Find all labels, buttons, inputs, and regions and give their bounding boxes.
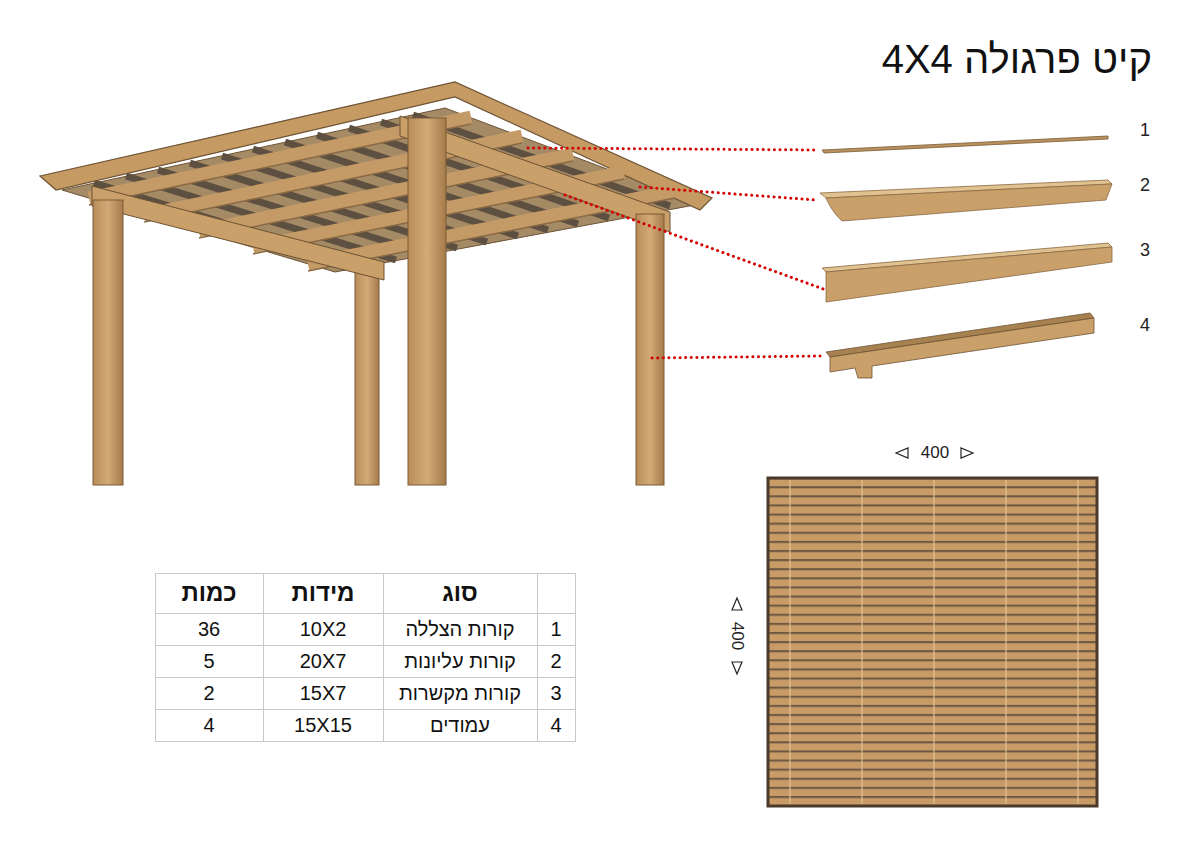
table-cell-text: 5 — [157, 645, 261, 677]
plan-border — [768, 478, 1097, 806]
table-cell-text: 10X2 — [265, 613, 381, 645]
post — [355, 268, 379, 485]
part-upper-beam — [820, 180, 1112, 221]
dimension-label: 400 — [726, 611, 748, 661]
callout-number: 2 — [1130, 173, 1160, 197]
title: קיט פרגולה 4X4 — [882, 34, 1152, 84]
table-cell-text: 15X7 — [265, 677, 381, 709]
callout-number: 1 — [1130, 118, 1160, 142]
table-cell-text: 15X15 — [265, 709, 381, 741]
part-post — [826, 313, 1094, 378]
table-cell-text: קורות מקשרות — [385, 677, 535, 709]
table-cell-text: 4 — [157, 709, 261, 741]
table-cell-text: עמודים — [385, 709, 535, 741]
dimension-label: 400 — [910, 442, 960, 464]
upper-beams — [89, 117, 675, 264]
table-cell-text: 2 — [157, 677, 261, 709]
table-cell-text: קורות עליונות — [385, 645, 535, 677]
part-shade-slat — [822, 136, 1108, 153]
connecting-beam — [92, 186, 384, 280]
leader-lines — [528, 148, 826, 358]
table-cell-text: 1 — [539, 613, 573, 645]
plan-slats — [768, 478, 1097, 806]
post — [93, 200, 123, 485]
table-header: סוג — [385, 573, 535, 613]
table-header: מידות — [265, 573, 381, 613]
roof-underside — [62, 108, 700, 272]
part-connecting-beam — [822, 243, 1112, 302]
table-cell-text: 20X7 — [265, 645, 381, 677]
table-cell-text: 3 — [539, 677, 573, 709]
table-header: כמות — [157, 573, 261, 613]
post — [408, 118, 446, 485]
post — [636, 214, 664, 485]
table-cell-text: קורות הצללה — [385, 613, 535, 645]
plan-beams — [790, 480, 1078, 804]
dimension-arrows — [732, 448, 973, 674]
callout-number: 3 — [1130, 238, 1160, 262]
callout-number: 4 — [1130, 313, 1160, 337]
table-cell-text: 2 — [539, 645, 573, 677]
table-cell-text: 4 — [539, 709, 573, 741]
table-cell — [537, 573, 576, 614]
table-cell-text: 36 — [157, 613, 261, 645]
